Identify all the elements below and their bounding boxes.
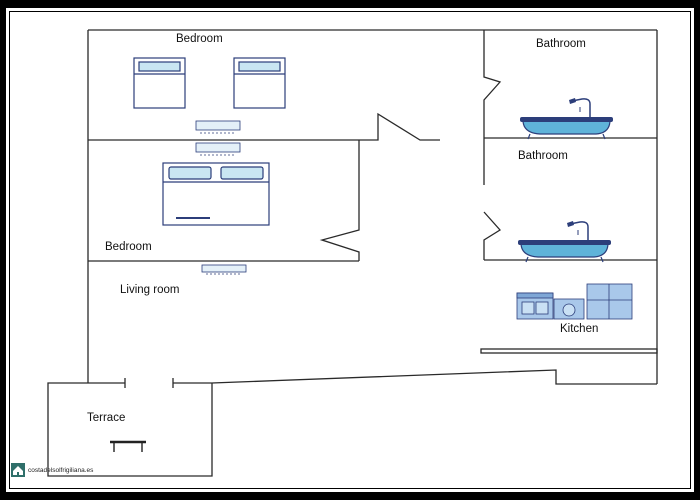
room-label-terrace: Terrace <box>87 412 126 424</box>
ac-unit-icon <box>201 264 247 275</box>
terrace-table-icon <box>110 440 146 452</box>
room-label-kitchen: Kitchen <box>560 323 599 335</box>
room-label-living-room: Living room <box>120 284 180 296</box>
terrace-wall <box>47 382 213 477</box>
twin-beds <box>133 57 286 109</box>
room-label-bathroom-top: Bathroom <box>536 38 586 50</box>
wall-bottom <box>211 369 657 385</box>
room-label-bedroom-top: Bedroom <box>176 33 223 45</box>
walls <box>47 29 658 477</box>
wall-bathroom-left <box>483 30 502 138</box>
bathtub-icon <box>520 98 613 140</box>
ac-unit-icon <box>195 142 241 156</box>
kitchen-counter <box>480 348 658 354</box>
house-logo-icon <box>11 463 25 477</box>
wall-bathroom2-left-lower <box>483 211 501 260</box>
ac-unit-icon <box>195 120 241 134</box>
bathtub-icon <box>518 221 611 263</box>
double-bed-icon <box>162 162 270 226</box>
watermark-text: costadelsolfrigiliana.es <box>28 466 94 474</box>
kitchen-appliances-icon <box>516 283 633 320</box>
wall-bedroom-top-bottom <box>88 112 440 141</box>
room-label-bathroom-mid: Bathroom <box>518 150 568 162</box>
room-label-bedroom-mid: Bedroom <box>105 241 152 253</box>
inner-frame <box>9 11 691 489</box>
wall-corridor-left <box>319 140 360 261</box>
watermark: costadelsolfrigiliana.es <box>11 462 93 478</box>
